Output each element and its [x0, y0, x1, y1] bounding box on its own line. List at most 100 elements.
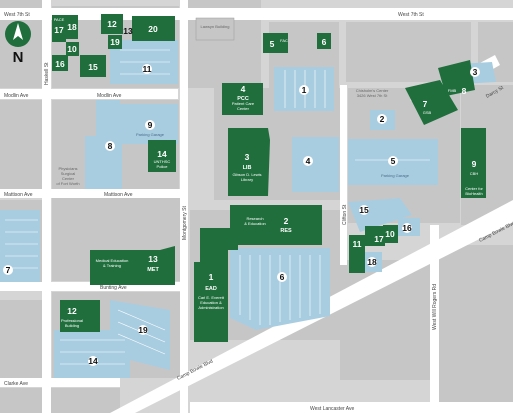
parking-4-number: 4 — [306, 156, 311, 166]
street-mattison-2: Mattison Ave — [104, 192, 133, 198]
building-13-name-2: & Training — [103, 263, 121, 268]
building-6 — [317, 33, 331, 49]
building-6-number: 6 — [322, 37, 327, 47]
building-tl-12-number: 12 — [107, 19, 117, 29]
building-9-number: 9 — [472, 159, 477, 169]
building-1-ead — [194, 228, 238, 342]
parking-7-number: 7 — [6, 265, 11, 275]
lawsyn-label: Lawsyn Building — [201, 24, 230, 29]
building-9-cbh — [461, 128, 486, 198]
building-tl-19 — [108, 35, 122, 49]
building-13-code: MET — [147, 267, 159, 273]
west-7th-road — [0, 8, 513, 20]
rogers-road — [430, 225, 439, 413]
montgomery-road — [180, 0, 188, 413]
clifton-road — [340, 85, 347, 265]
street-lancaster: West Lancaster Ave — [310, 406, 355, 412]
parking-lot-8b — [96, 100, 120, 136]
building-10 — [383, 225, 398, 243]
street-modlin-2: Modlin Ave — [97, 93, 122, 99]
building-4-name-2: Center — [237, 106, 250, 111]
modlin-road — [0, 89, 178, 99]
building-7-number: 7 — [423, 99, 428, 109]
parking-11-number: 11 — [143, 64, 152, 74]
building-14-name-1: UNTHSC — [154, 159, 171, 164]
building-tl-16-number: 16 — [55, 59, 65, 69]
street-rogers: West Will Rogers Rd — [432, 284, 438, 330]
chisholm-address: 3426 West 7th St — [357, 93, 389, 98]
building-12-name-2: Building — [65, 323, 79, 328]
building-11 — [349, 235, 365, 273]
building-13-name-1: Medical Education — [96, 258, 129, 263]
building-14-police — [148, 140, 176, 172]
building-13-number: 13 — [148, 254, 158, 264]
parking-lot-4 — [292, 137, 339, 192]
building-tl-13-number: 13 — [123, 26, 133, 36]
building-9-name-1: Center for — [465, 186, 483, 191]
building-2-name-2: & Education — [244, 221, 266, 226]
building-3-name-2: Library — [241, 177, 253, 182]
parking-9-number: 9 — [148, 120, 153, 130]
building-14-name-2: Police — [157, 164, 169, 169]
building-8-code: FMB — [448, 88, 457, 93]
bunting-road — [0, 282, 186, 291]
physicians-label-4: of Fort Worth — [56, 181, 79, 186]
building-7-code: GSB — [423, 110, 432, 115]
building-tl-19-number: 19 — [110, 37, 120, 47]
building-tl-18 — [65, 15, 78, 39]
building-tl-16 — [52, 55, 68, 71]
building-tl-20 — [132, 16, 175, 41]
building-14-number: 14 — [157, 149, 167, 159]
misc-labels: Lawsyn Building Chisholm's Center 3426 W… — [56, 24, 389, 186]
building-8-fmb — [438, 60, 475, 96]
building-1-number: 1 — [209, 272, 214, 282]
parking-19-number: 19 — [138, 325, 148, 335]
physicians-label-1: Physicians — [58, 166, 77, 171]
street-clifton: Clifton St — [342, 204, 348, 225]
parking-1-number: 1 — [302, 85, 307, 95]
building-3-number: 3 — [245, 152, 250, 162]
compass: N — [5, 21, 31, 66]
building-2-number: 2 — [284, 216, 289, 226]
building-5-number: 5 — [270, 39, 275, 49]
street-montgomery: Montgomery St — [182, 205, 188, 240]
haskell-road — [42, 0, 51, 413]
building-9-name-2: BioHealth — [465, 191, 482, 196]
building-tl-15 — [80, 55, 106, 77]
building-9-code: CBH — [470, 171, 479, 176]
building-13-met — [90, 246, 175, 285]
building-labels: 1 EAD Carl E. Everett Education & Admini… — [54, 17, 484, 328]
building-tl-15-number: 15 — [88, 62, 98, 72]
lancaster-road — [190, 402, 513, 413]
building-12 — [60, 300, 100, 332]
building-17 — [365, 226, 385, 246]
building-12-number: 12 — [67, 306, 77, 316]
physicians-label-3: Center — [62, 176, 75, 181]
building-3-name-1: Gibson D. Lewis — [232, 172, 261, 177]
mattison-road — [0, 189, 186, 198]
building-tl-10 — [66, 42, 79, 56]
building-1-name-1: Carl E. Everett — [198, 295, 225, 300]
building-4-pcc — [222, 83, 263, 115]
building-10-number: 10 — [385, 229, 395, 239]
building-tl-pace-17 — [52, 15, 66, 42]
building-5-fac — [263, 33, 288, 53]
street-haskell: Haskell St — [44, 62, 50, 85]
building-tl-12 — [101, 14, 123, 34]
compass-arrow-icon — [13, 23, 23, 40]
parking-garage-5-label: Parking Garage — [381, 173, 410, 178]
building-12-name-1: Professional — [61, 318, 83, 323]
street-west-7th-right: West 7th St — [398, 12, 424, 18]
parking-stripes — [5, 49, 430, 365]
building-4-number: 4 — [241, 84, 246, 94]
building-pace-label: PACE — [54, 17, 65, 22]
parking-3-number: 3 — [473, 67, 478, 77]
building-outline-gray — [195, 17, 235, 41]
street-clarke: Clarke Ave — [4, 381, 28, 387]
parking-16-number: 16 — [402, 223, 412, 233]
building-8-number: 8 — [462, 86, 467, 96]
parking-18-number: 18 — [367, 257, 377, 267]
building-3-lib — [228, 128, 270, 196]
building-3-code: LIB — [243, 165, 252, 171]
